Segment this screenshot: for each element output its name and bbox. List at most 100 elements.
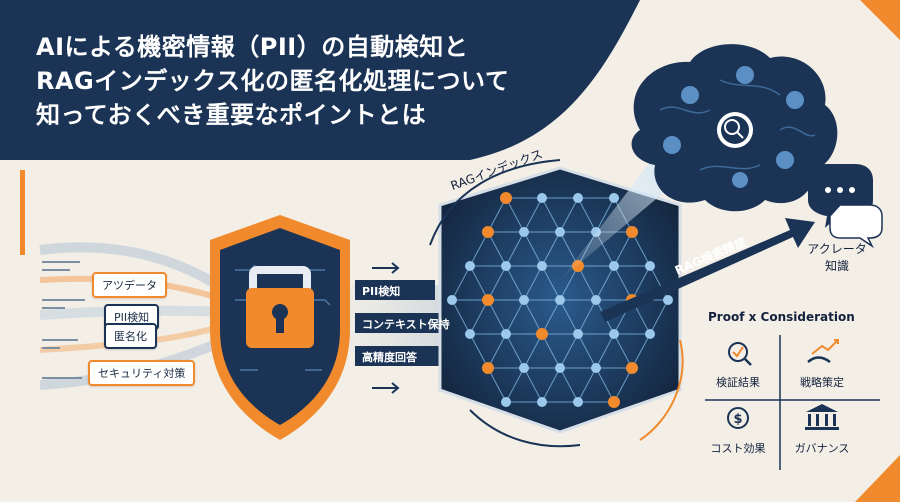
matrix-cell-verification: 検証結果 <box>716 376 760 389</box>
network-node <box>536 328 548 340</box>
network-link <box>559 265 579 301</box>
network-link <box>505 367 525 403</box>
network-link <box>577 333 597 369</box>
left-accent-bar <box>20 170 25 255</box>
output-label-1: アクレータ <box>807 242 867 256</box>
network-node <box>645 329 655 339</box>
network-link <box>649 299 669 335</box>
network-node <box>465 261 475 271</box>
network-node <box>482 294 494 306</box>
network-link <box>523 367 543 403</box>
network-node <box>591 295 601 305</box>
network-node <box>537 261 547 271</box>
title-line-1: AIによる機密情報（PII）の自動検知と <box>36 33 469 61</box>
shield-lock-icon <box>210 215 350 440</box>
network-node <box>447 295 457 305</box>
network-node <box>591 363 601 373</box>
network-link <box>523 299 543 335</box>
network-link <box>613 231 633 267</box>
network-node <box>555 227 565 237</box>
network-node <box>500 192 512 204</box>
network-link <box>577 299 597 335</box>
network-node <box>465 329 475 339</box>
network-node <box>663 295 673 305</box>
bank-building-icon <box>805 404 839 430</box>
network-link <box>595 333 615 369</box>
network-link <box>631 333 651 369</box>
network-link <box>577 367 597 403</box>
network-link <box>613 333 633 369</box>
network-node <box>555 363 565 373</box>
tag-security: セキュリティ対策 <box>88 360 196 386</box>
network-link <box>487 197 507 233</box>
network-link <box>595 367 615 403</box>
network-link <box>523 333 543 369</box>
network-link <box>559 367 579 403</box>
network-link <box>505 333 525 369</box>
title-line-2: RAGインデックス化の匿名化処理について <box>36 67 510 95</box>
network-link <box>487 231 507 267</box>
network-link <box>613 367 633 403</box>
page-title: AIによる機密情報（PII）の自動検知と RAGインデックス化の匿名化処理につい… <box>36 30 616 132</box>
network-link <box>469 231 489 267</box>
flow-label-context: コンテキスト保持 <box>362 318 450 331</box>
network-link <box>541 299 561 335</box>
brain-search-icon <box>631 44 838 212</box>
matrix-title: Proof x Consideration <box>708 310 855 324</box>
network-link <box>487 367 507 403</box>
rag-index-hexagon <box>429 159 684 448</box>
network-node <box>609 329 619 339</box>
network-link <box>451 265 471 301</box>
network-node <box>501 261 511 271</box>
network-link <box>559 299 579 335</box>
network-link <box>541 265 561 301</box>
network-link <box>451 299 471 335</box>
network-node <box>501 397 511 407</box>
dollar-coin-icon: $ <box>727 407 749 429</box>
network-link <box>541 333 561 369</box>
network-node <box>608 396 620 408</box>
network-link <box>487 299 507 335</box>
network-node <box>519 363 529 373</box>
network-node <box>482 362 494 374</box>
network-link <box>577 265 597 301</box>
network-node <box>645 261 655 271</box>
network-link <box>559 333 579 369</box>
network-node <box>501 329 511 339</box>
rag-accuracy-arrow <box>600 218 815 322</box>
network-link <box>505 197 525 233</box>
network-link <box>469 299 489 335</box>
network-link <box>541 231 561 267</box>
network-node <box>537 397 547 407</box>
title-line-3: 知っておくべき重要なポイントとは <box>36 101 427 129</box>
network-link <box>559 197 579 233</box>
title-banner <box>0 0 640 160</box>
network-link <box>469 333 489 369</box>
network-link <box>487 333 507 369</box>
network-link <box>523 265 543 301</box>
network-node <box>626 362 638 374</box>
network-link <box>541 197 561 233</box>
network-node <box>519 295 529 305</box>
chat-bubbles-icon <box>808 164 883 249</box>
network-node <box>537 193 547 203</box>
network-link <box>631 265 651 301</box>
corner-accent-bottom <box>855 455 900 502</box>
network-link <box>505 299 525 335</box>
network-node <box>519 227 529 237</box>
matrix-cell-cost: コスト効果 <box>710 442 766 455</box>
network-link <box>577 197 597 233</box>
network-node <box>482 226 494 238</box>
network-node <box>573 193 583 203</box>
network-node <box>573 329 583 339</box>
network-link <box>595 197 615 233</box>
network-node <box>573 397 583 407</box>
network-link <box>505 265 525 301</box>
network-link <box>631 231 651 267</box>
network-node <box>609 261 619 271</box>
network-link <box>469 265 489 301</box>
network-link <box>559 231 579 267</box>
network-link <box>487 265 507 301</box>
data-lines <box>42 261 85 379</box>
